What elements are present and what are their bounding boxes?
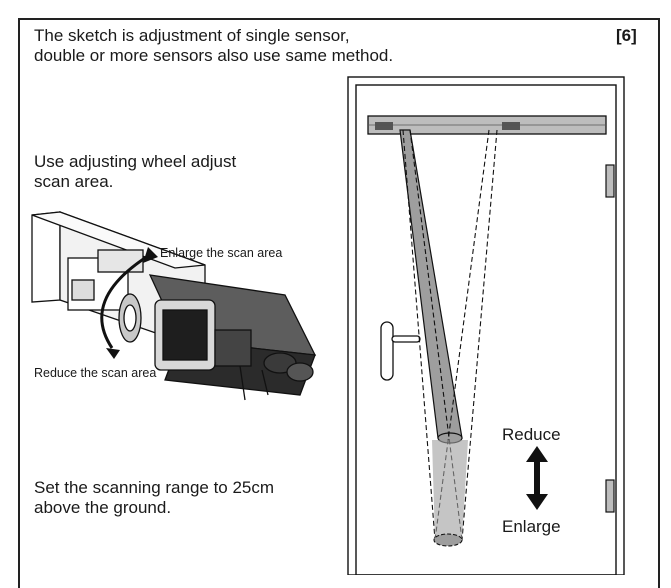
reduce-arrowhead <box>106 348 120 359</box>
adjust-double-arrow <box>526 446 548 510</box>
intro-line-2: double or more sensors also use same met… <box>34 46 394 65</box>
range-instruction-line-2: above the ground. <box>34 498 172 517</box>
reduce-scan-label: Reduce the scan area <box>34 366 157 380</box>
enlarge-arrowhead <box>143 247 158 263</box>
page-frame <box>18 18 660 588</box>
adjust-instruction-line-1: Use adjusting wheel adjust <box>34 152 237 171</box>
sensor-illustration <box>31 211 317 401</box>
range-instruction: Set the scanning range to 25cm above the… <box>34 478 274 518</box>
rotation-arrow <box>100 254 149 349</box>
door-handle <box>380 321 421 381</box>
reduce-label: Reduce <box>502 425 561 444</box>
intro-line-1: The sketch is adjustment of single senso… <box>34 26 350 45</box>
intro-text: The sketch is adjustment of single senso… <box>34 26 393 66</box>
adjust-instruction-line-2: scan area. <box>34 172 114 191</box>
page-number: [6] <box>616 26 637 45</box>
range-instruction-line-1: Set the scanning range to 25cm <box>34 478 275 497</box>
enlarge-scan-label: Enlarge the scan area <box>160 246 283 260</box>
upper-hinge <box>605 164 615 198</box>
enlarged-scan-spot <box>433 533 463 547</box>
lower-hinge <box>605 479 615 513</box>
reduced-scan-beam <box>399 129 463 439</box>
sensor-bar <box>367 115 607 135</box>
door-illustration <box>347 76 625 575</box>
enlarged-scan-beam-fill <box>432 440 468 540</box>
sensor-housing <box>31 211 317 401</box>
enlarge-label: Enlarge <box>502 517 561 536</box>
adjust-instruction: Use adjusting wheel adjust scan area. <box>34 152 236 192</box>
door-frame <box>347 76 625 575</box>
